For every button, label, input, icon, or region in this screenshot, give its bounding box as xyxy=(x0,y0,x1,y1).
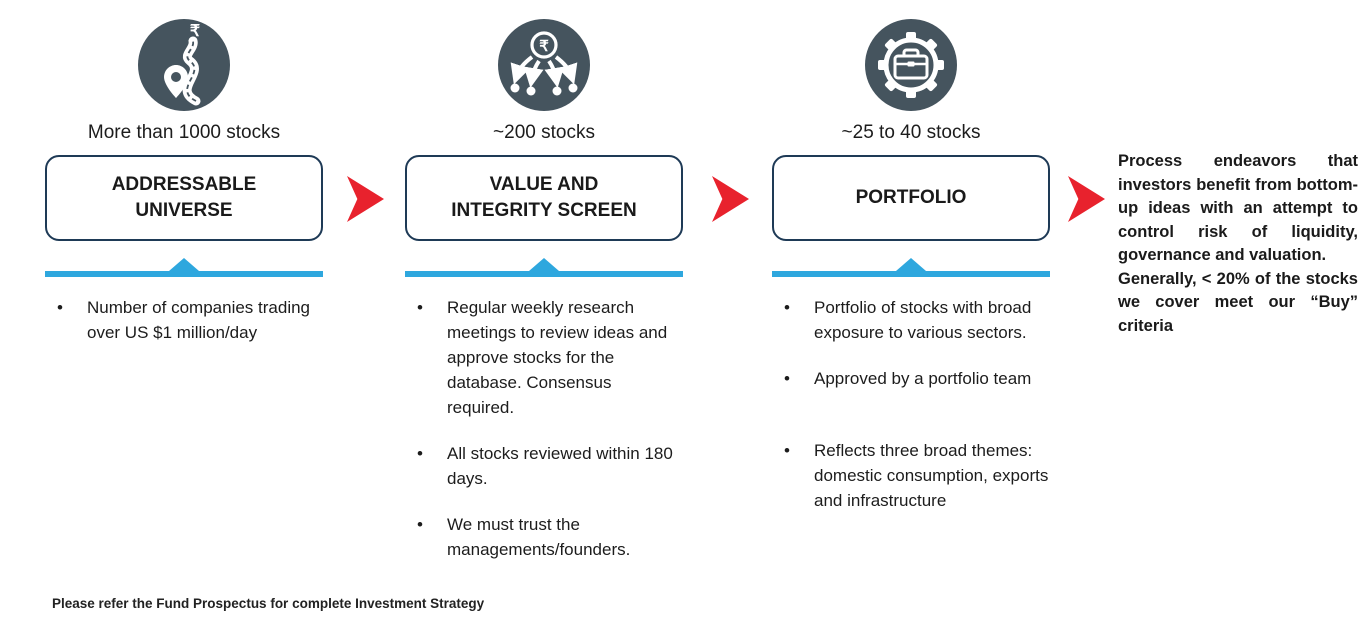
bullet-item: Portfolio of stocks with broad exposure … xyxy=(772,295,1050,345)
pointer-triangle-icon xyxy=(169,258,199,271)
stage-box-value-integrity-screen: VALUE AND INTEGRITY SCREEN xyxy=(405,155,683,241)
bullet-item: All stocks reviewed within 180 days. xyxy=(405,441,683,491)
route-pin-rupee-icon: ₹ xyxy=(138,19,230,111)
bullet-list: Portfolio of stocks with broad exposure … xyxy=(772,295,1050,513)
stock-count-label: More than 1000 stocks xyxy=(87,122,281,143)
summary-paragraph-2: Generally, < 20% of the stocks we cover … xyxy=(1118,269,1358,335)
svg-text:₹: ₹ xyxy=(539,38,549,55)
stage-box-title: ADDRESSABLE UNIVERSE xyxy=(111,174,257,221)
bullet-item: We must trust the managements/founders. xyxy=(405,512,683,562)
pointer-triangle-icon xyxy=(896,258,926,271)
flow-arrow-icon xyxy=(1068,176,1105,222)
pointer-bar xyxy=(772,271,1050,277)
stock-count-label: ~25 to 40 stocks xyxy=(841,122,981,143)
bullet-item: Approved by a portfolio team xyxy=(772,366,1050,391)
bullet-list: Number of companies trading over US $1 m… xyxy=(45,295,323,345)
process-summary: Process endeavors that investors benefit… xyxy=(1118,150,1358,338)
pointer-bar xyxy=(45,271,323,277)
column-addressable-universe: ₹ More than 1000 stocks ADDRESSABLE UNIV… xyxy=(45,19,323,366)
bullet-item: Regular weekly research meetings to revi… xyxy=(405,295,683,420)
bullet-list: Regular weekly research meetings to revi… xyxy=(405,295,683,562)
pointer-bar xyxy=(405,271,683,277)
stage-box-addressable-universe: ADDRESSABLE UNIVERSE xyxy=(45,155,323,241)
pointer-triangle-icon xyxy=(529,258,559,271)
blue-pointer-underline xyxy=(45,258,323,277)
briefcase-gear-icon xyxy=(865,19,957,111)
footnote: Please refer the Fund Prospectus for com… xyxy=(52,596,485,611)
summary-paragraph-1: Process endeavors that investors benefit… xyxy=(1118,152,1358,264)
column-portfolio: ~25 to 40 stocks PORTFOLIO Portfolio of … xyxy=(772,19,1050,534)
flow-arrow-icon xyxy=(347,176,384,222)
rupee-distribution-icon: ₹ xyxy=(498,19,590,111)
bullet-item: Number of companies trading over US $1 m… xyxy=(45,295,323,345)
stage-box-portfolio: PORTFOLIO xyxy=(772,155,1050,241)
stage-box-title: PORTFOLIO xyxy=(855,187,967,208)
column-value-integrity-screen: ₹ ~200 stocks VALUE AND INTEGRITY SCREEN… xyxy=(405,19,683,583)
stage-box-title: VALUE AND INTEGRITY SCREEN xyxy=(451,174,637,221)
flow-arrow-icon xyxy=(712,176,749,222)
bullet-item: Reflects three broad themes: domestic co… xyxy=(772,438,1050,513)
svg-text:₹: ₹ xyxy=(190,23,200,40)
blue-pointer-underline xyxy=(405,258,683,277)
blue-pointer-underline xyxy=(772,258,1050,277)
stock-count-label: ~200 stocks xyxy=(493,122,595,143)
